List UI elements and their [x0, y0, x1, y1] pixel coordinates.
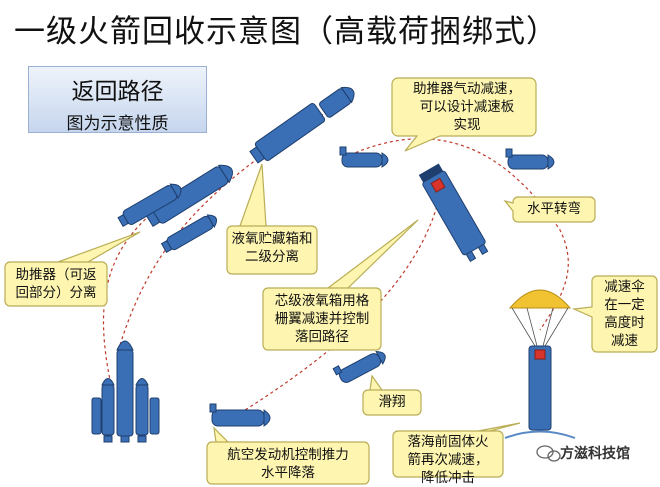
parachute-canopy	[508, 289, 572, 309]
booster-return-path	[102, 214, 151, 381]
legend-box: 返回路径 图为示意性质	[28, 66, 207, 134]
callout-core-grid-fins	[262, 219, 419, 351]
callout-text-booster-separation: 助推器（可返 回部分）分离	[15, 267, 97, 301]
watermark-wechat-icon	[536, 445, 561, 462]
callout-text-aero-engine: 航空发动机控制推力 水平降落	[227, 447, 349, 481]
booster-separation-rocket	[117, 164, 233, 254]
launch-stack-rocket	[91, 340, 160, 443]
callout-booster-separation	[4, 231, 141, 307]
callout-splashdown	[392, 422, 521, 478]
page-title: 一级火箭回收示意图（高载荷捆绑式）	[14, 14, 558, 50]
watermark-text: 方滋科技馆	[560, 446, 630, 462]
legend-title: 返回路径	[71, 79, 164, 105]
parachute-descent	[504, 289, 576, 439]
callout-lox-separation	[226, 163, 318, 275]
booster-return-aircraft	[209, 146, 555, 427]
callout-aero-engine	[206, 426, 370, 485]
return-paths	[102, 109, 569, 411]
core-return-path	[244, 194, 441, 411]
callout-text-horizontal-turn: 水平转弯	[527, 201, 581, 217]
callout-bubbles	[4, 77, 658, 485]
legend-subtitle: 图为示意性质	[66, 114, 169, 134]
callout-parachute	[571, 275, 658, 353]
callout-text-core-grid-fins: 芯级液氧箱用格 栅翼减速并控制 落回路径	[274, 293, 370, 345]
callout-text-booster-thrust: 助推器气动减速， 可以设计减速板 实现	[413, 81, 521, 133]
callout-horizontal-turn	[503, 196, 596, 223]
callout-text-lox-separation: 液氧贮藏箱和 二级分离	[231, 231, 313, 265]
callout-text-glide: 滑翔	[378, 394, 406, 410]
lox-tank-stage-rocket	[249, 86, 355, 164]
callout-text-parachute: 减速伞 在一定 高度时 减速	[604, 279, 645, 349]
core-stage-grid-fin	[418, 163, 489, 262]
callout-glide	[362, 374, 422, 416]
callout-booster-thrust	[391, 77, 537, 152]
callout-text-splashdown: 落海前固体火 箭再次减速， 降低冲击	[407, 434, 489, 486]
ascent-path	[119, 109, 331, 346]
